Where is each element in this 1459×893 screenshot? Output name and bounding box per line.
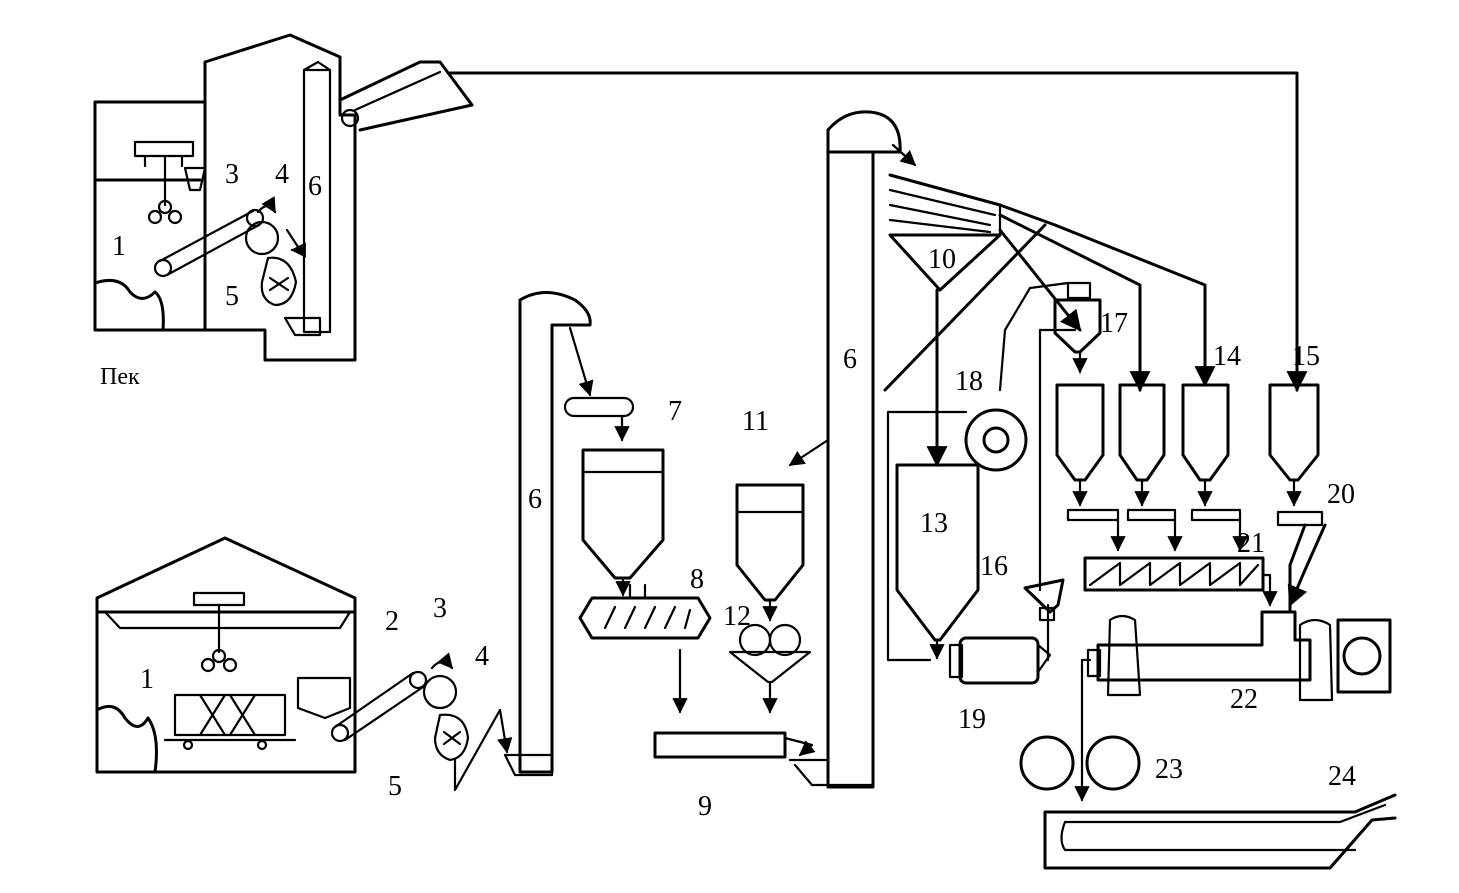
label-19: 19 bbox=[958, 704, 986, 735]
label-3-top: 3 bbox=[225, 159, 239, 190]
bin-middle-fraction bbox=[1118, 383, 1166, 507]
label-7: 7 bbox=[668, 396, 682, 427]
label-23: 23 bbox=[1155, 754, 1183, 785]
bunker-11 bbox=[735, 483, 805, 622]
label-11: 11 bbox=[742, 406, 769, 437]
label-1-top: 1 bbox=[112, 231, 126, 262]
pitch-storage-building bbox=[93, 33, 357, 362]
bucket-elevator-top-6 bbox=[283, 60, 332, 337]
vibrating-screen-10 bbox=[888, 173, 1057, 292]
bunker-top-2 bbox=[183, 166, 207, 192]
ball-mill-19 bbox=[948, 603, 1052, 685]
label-15: 15 bbox=[1292, 341, 1320, 372]
coke-storage-building bbox=[95, 536, 357, 774]
label-3-bottom: 3 bbox=[433, 593, 447, 624]
label-6-tall: 6 bbox=[843, 344, 857, 375]
screw-conveyor-8 bbox=[578, 583, 712, 714]
grab-crane-bottom bbox=[192, 591, 246, 673]
label-4-top: 4 bbox=[275, 159, 289, 190]
hammer-mill-bottom-5 bbox=[433, 708, 513, 792]
return-line-to-middle bbox=[788, 438, 830, 467]
extrusion-press-22 bbox=[1086, 610, 1392, 702]
label-5-top: 5 bbox=[225, 281, 239, 312]
bucket-elevator-tall-6 bbox=[788, 110, 917, 789]
label-6-top: 6 bbox=[308, 171, 322, 202]
grab-crane-top bbox=[133, 140, 195, 225]
inclined-conveyor-top bbox=[338, 60, 474, 132]
label-10: 10 bbox=[928, 244, 956, 275]
label-4-bottom: 4 bbox=[475, 641, 489, 672]
double-roll-crusher-12 bbox=[728, 623, 812, 714]
label-1-bottom: 1 bbox=[140, 664, 154, 695]
bin-13 bbox=[895, 463, 980, 660]
label-13: 13 bbox=[920, 508, 948, 539]
label-6-middle: 6 bbox=[528, 484, 542, 515]
label-20: 20 bbox=[1327, 479, 1355, 510]
label-21: 21 bbox=[1237, 528, 1265, 559]
screw-mixer-21 bbox=[1083, 556, 1278, 607]
label-24: 24 bbox=[1328, 761, 1356, 792]
pitch-feed-line bbox=[448, 71, 1308, 393]
bin-15 bbox=[1268, 383, 1320, 507]
label-16: 16 bbox=[980, 551, 1008, 582]
cooling-conveyor-24 bbox=[1043, 793, 1397, 870]
label-8: 8 bbox=[690, 564, 704, 595]
chute-20 bbox=[1290, 523, 1327, 610]
label-2-bottom: 2 bbox=[385, 606, 399, 637]
bunker-7 bbox=[581, 448, 665, 597]
label-18: 18 bbox=[955, 366, 983, 397]
hammer-mill-top-5 bbox=[260, 228, 306, 307]
rolls-23 bbox=[1019, 658, 1141, 802]
belt-conveyor-9 bbox=[653, 731, 816, 759]
short-belt-conveyor bbox=[563, 396, 635, 442]
label-17: 17 bbox=[1100, 308, 1128, 339]
label-12: 12 bbox=[723, 601, 751, 632]
railcar bbox=[163, 693, 297, 751]
label-14: 14 bbox=[1213, 341, 1241, 372]
bin-17-lower bbox=[1055, 383, 1105, 507]
crusher-top-4 bbox=[244, 196, 280, 256]
screen-fraction-line-1 bbox=[998, 213, 1151, 393]
belt-conveyor-top-3 bbox=[153, 208, 265, 278]
pek-caption: Пек bbox=[100, 364, 140, 390]
dosing-feeders bbox=[1066, 508, 1324, 552]
cyclone-16 bbox=[1023, 328, 1077, 622]
bin-14 bbox=[1181, 383, 1230, 507]
belt-conveyor-bottom-3 bbox=[330, 670, 428, 743]
label-9: 9 bbox=[698, 791, 712, 822]
screen-fraction-line-3 bbox=[998, 228, 1082, 332]
bucket-elevator-middle-6 bbox=[503, 291, 592, 777]
bunker-bottom-2 bbox=[296, 676, 352, 720]
elevator-discharge-chute bbox=[568, 326, 594, 397]
label-22: 22 bbox=[1230, 684, 1258, 715]
screen-fraction-line-2 bbox=[1053, 223, 1216, 388]
cyclone-17 bbox=[998, 281, 1102, 392]
fan-18 bbox=[886, 408, 1028, 662]
crusher-bottom-4 bbox=[422, 652, 458, 710]
label-5-bottom: 5 bbox=[388, 771, 402, 802]
